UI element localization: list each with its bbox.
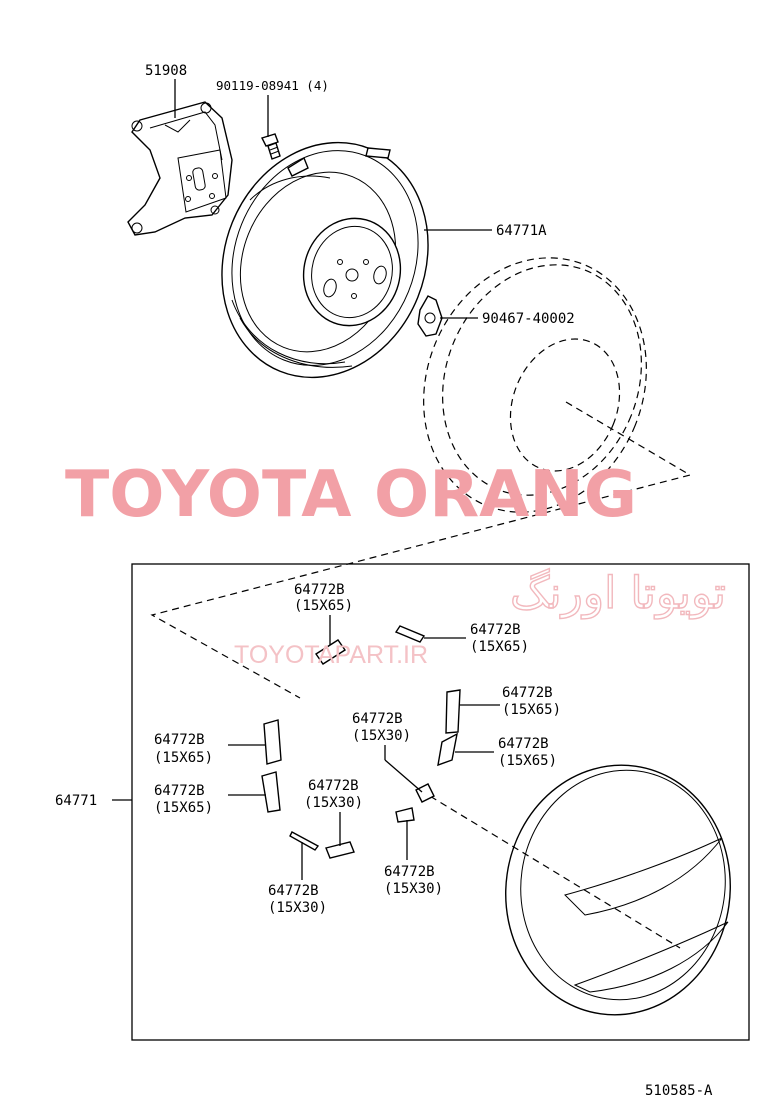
- label-bracket: 51908: [145, 63, 187, 79]
- sticker-label-size: (15X65): [502, 702, 561, 718]
- sticker-label-size: (15X30): [352, 728, 411, 744]
- tire: [423, 257, 647, 513]
- detail-leader: [150, 401, 692, 699]
- sticker-label-part: 64772B: [308, 778, 359, 794]
- sticker-label-size: (15X65): [498, 753, 557, 769]
- sticker-label-part: 64772B: [470, 622, 521, 638]
- label-cover-assy: 64771: [55, 793, 97, 809]
- sticker-label-part: 64772B: [352, 711, 403, 727]
- sticker-label-part: 64772B: [268, 883, 319, 899]
- sticker-label-part: 64772B: [498, 736, 549, 752]
- sticker-label-size: (15X65): [154, 750, 213, 766]
- wheel-carrier: [221, 141, 429, 379]
- sticker-label-size: (15X65): [470, 639, 529, 655]
- diagram-code: 510585-A: [645, 1083, 713, 1099]
- sticker-label-part: 64772B: [154, 732, 205, 748]
- sticker-label-size: (15X30): [268, 900, 327, 916]
- watermark-url: TOYOTAPART.IR: [234, 641, 428, 669]
- watermark-persian: تویوتا اورنگ: [510, 568, 726, 619]
- spare-tire-cover: [419, 764, 731, 1016]
- sticker-label-size: (15X65): [294, 598, 353, 614]
- leader-lines: [112, 79, 500, 880]
- label-bolt: 90119-08941 (4): [216, 78, 329, 93]
- clip: [417, 295, 443, 337]
- sticker-label-size: (15X65): [154, 800, 213, 816]
- label-carrier: 64771A: [496, 223, 547, 239]
- label-clip: 90467-40002: [482, 311, 575, 327]
- sticker-label-part: 64772B: [294, 582, 345, 598]
- watermark-brand: TOYOTA ORANG: [65, 458, 637, 532]
- mounting-bracket: [127, 101, 233, 236]
- sticker-label-part: 64772B: [154, 783, 205, 799]
- bolt: [261, 133, 281, 160]
- sticker-parts: [261, 625, 461, 859]
- sticker-label-part: 64772B: [384, 864, 435, 880]
- sticker-label-part: 64772B: [502, 685, 553, 701]
- detail-frame: [131, 563, 750, 1041]
- sticker-label-size: (15X30): [304, 795, 363, 811]
- sticker-label-size: (15X30): [384, 881, 443, 897]
